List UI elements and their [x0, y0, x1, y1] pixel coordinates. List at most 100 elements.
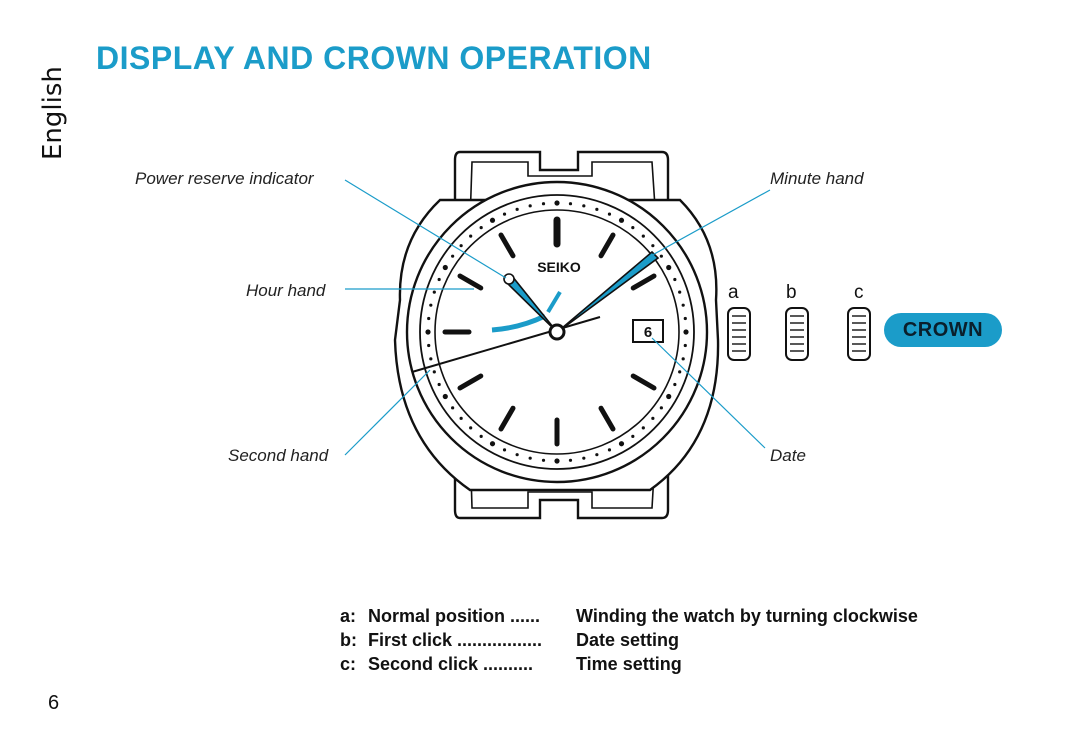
hour-hand	[503, 273, 558, 333]
minute-dot	[479, 226, 483, 230]
minute-dot	[429, 357, 433, 361]
minute-dot	[678, 290, 682, 294]
minute-dot	[425, 329, 431, 335]
minute-dot	[459, 416, 463, 420]
minute-dot	[659, 254, 663, 258]
minute-dot	[595, 453, 599, 457]
minute-dot	[442, 393, 448, 400]
brand-logo: SEIKO	[537, 259, 581, 275]
minute-dot	[641, 234, 645, 238]
minute-dot	[427, 316, 431, 321]
minute-dot	[437, 382, 441, 387]
minute-dot	[554, 458, 560, 464]
minute-dot	[673, 277, 677, 282]
minute-dot	[607, 448, 612, 452]
hour-marker	[598, 405, 616, 432]
minute-dot	[666, 393, 672, 400]
hour-marker	[498, 405, 516, 432]
operation-key: a:	[340, 606, 357, 626]
minute-track	[425, 200, 689, 464]
minute-dot	[582, 204, 586, 208]
minute-dot	[681, 357, 685, 361]
operation-desc: Date setting	[576, 630, 680, 650]
minute-dot	[618, 217, 625, 223]
minute-dot	[489, 441, 496, 447]
operation-name: First click .................	[368, 630, 543, 650]
crown-icon	[785, 307, 809, 361]
operation-key: c:	[340, 654, 357, 674]
minute-dot	[502, 212, 507, 216]
minute-dot	[683, 316, 687, 321]
minute-dot	[595, 207, 599, 211]
minute-dot	[641, 426, 645, 430]
label-second-hand: Second hand	[228, 446, 329, 465]
minute-dot	[631, 226, 635, 230]
minute-dot	[541, 458, 546, 462]
operation-name: Normal position ......	[368, 606, 541, 626]
label-power-reserve: Power reserve indicator	[135, 169, 314, 188]
minute-dot	[673, 382, 677, 387]
leader-lines	[344, 179, 771, 456]
minute-dot	[432, 290, 436, 294]
page-title: DISPLAY AND CROWN OPERATION	[96, 40, 652, 76]
minute-dot	[607, 212, 612, 216]
crown-icon	[727, 307, 751, 361]
minute-dot	[541, 202, 546, 206]
minute-dot	[437, 277, 441, 282]
minute-dot	[427, 343, 431, 348]
minute-dot	[515, 207, 519, 211]
hour-marker	[598, 232, 616, 259]
minute-dot	[451, 254, 455, 258]
minute-dot	[469, 234, 473, 238]
minute-dot	[469, 426, 473, 430]
minute-dot	[659, 406, 663, 410]
crown-positions	[727, 307, 871, 361]
minute-dot	[528, 456, 532, 460]
minute-dot	[554, 200, 560, 206]
minute-dot	[479, 434, 483, 438]
date-window: 6	[632, 319, 664, 343]
crown-icon	[847, 307, 871, 361]
minute-dot	[651, 416, 655, 420]
label-minute-hand: Minute hand	[770, 169, 864, 188]
crown-badge: CROWN	[884, 313, 1002, 347]
minute-dot	[582, 456, 586, 460]
minute-dot	[683, 329, 689, 335]
operation-desc: Time setting	[576, 654, 682, 674]
center-pin	[548, 323, 566, 341]
minute-dot	[568, 202, 573, 206]
minute-dot	[631, 434, 635, 438]
hour-marker	[630, 373, 657, 391]
minute-dot	[442, 264, 448, 271]
minute-hand	[554, 250, 660, 335]
minute-dot	[429, 303, 433, 307]
minute-dot	[528, 204, 532, 208]
minute-dot	[683, 343, 687, 348]
crown-position-a: a	[728, 282, 739, 303]
minute-dot	[651, 244, 655, 248]
minute-dot	[678, 370, 682, 374]
minute-dot	[451, 406, 455, 410]
second-hand	[411, 316, 601, 373]
minute-dot	[515, 453, 519, 457]
minute-dot	[432, 370, 436, 374]
minute-dot	[459, 244, 463, 248]
page-number: 6	[48, 692, 60, 714]
crown-position-c: c	[854, 282, 864, 303]
hour-marker	[457, 273, 484, 291]
hour-marker	[498, 232, 516, 259]
label-date: Date	[770, 446, 806, 465]
hour-marker	[630, 273, 657, 291]
label-hour-hand: Hour hand	[246, 281, 326, 300]
date-value: 6	[644, 324, 652, 341]
crown-position-b: b	[786, 282, 797, 303]
operation-name: Second click ..........	[368, 654, 534, 674]
hour-markers	[442, 216, 657, 447]
minute-dot	[489, 217, 496, 223]
minute-dot	[568, 458, 573, 462]
operation-key: b:	[340, 630, 357, 650]
minute-dot	[502, 448, 507, 452]
minute-dot	[618, 441, 625, 447]
operation-desc: Winding the watch by turning clockwise	[576, 606, 918, 626]
